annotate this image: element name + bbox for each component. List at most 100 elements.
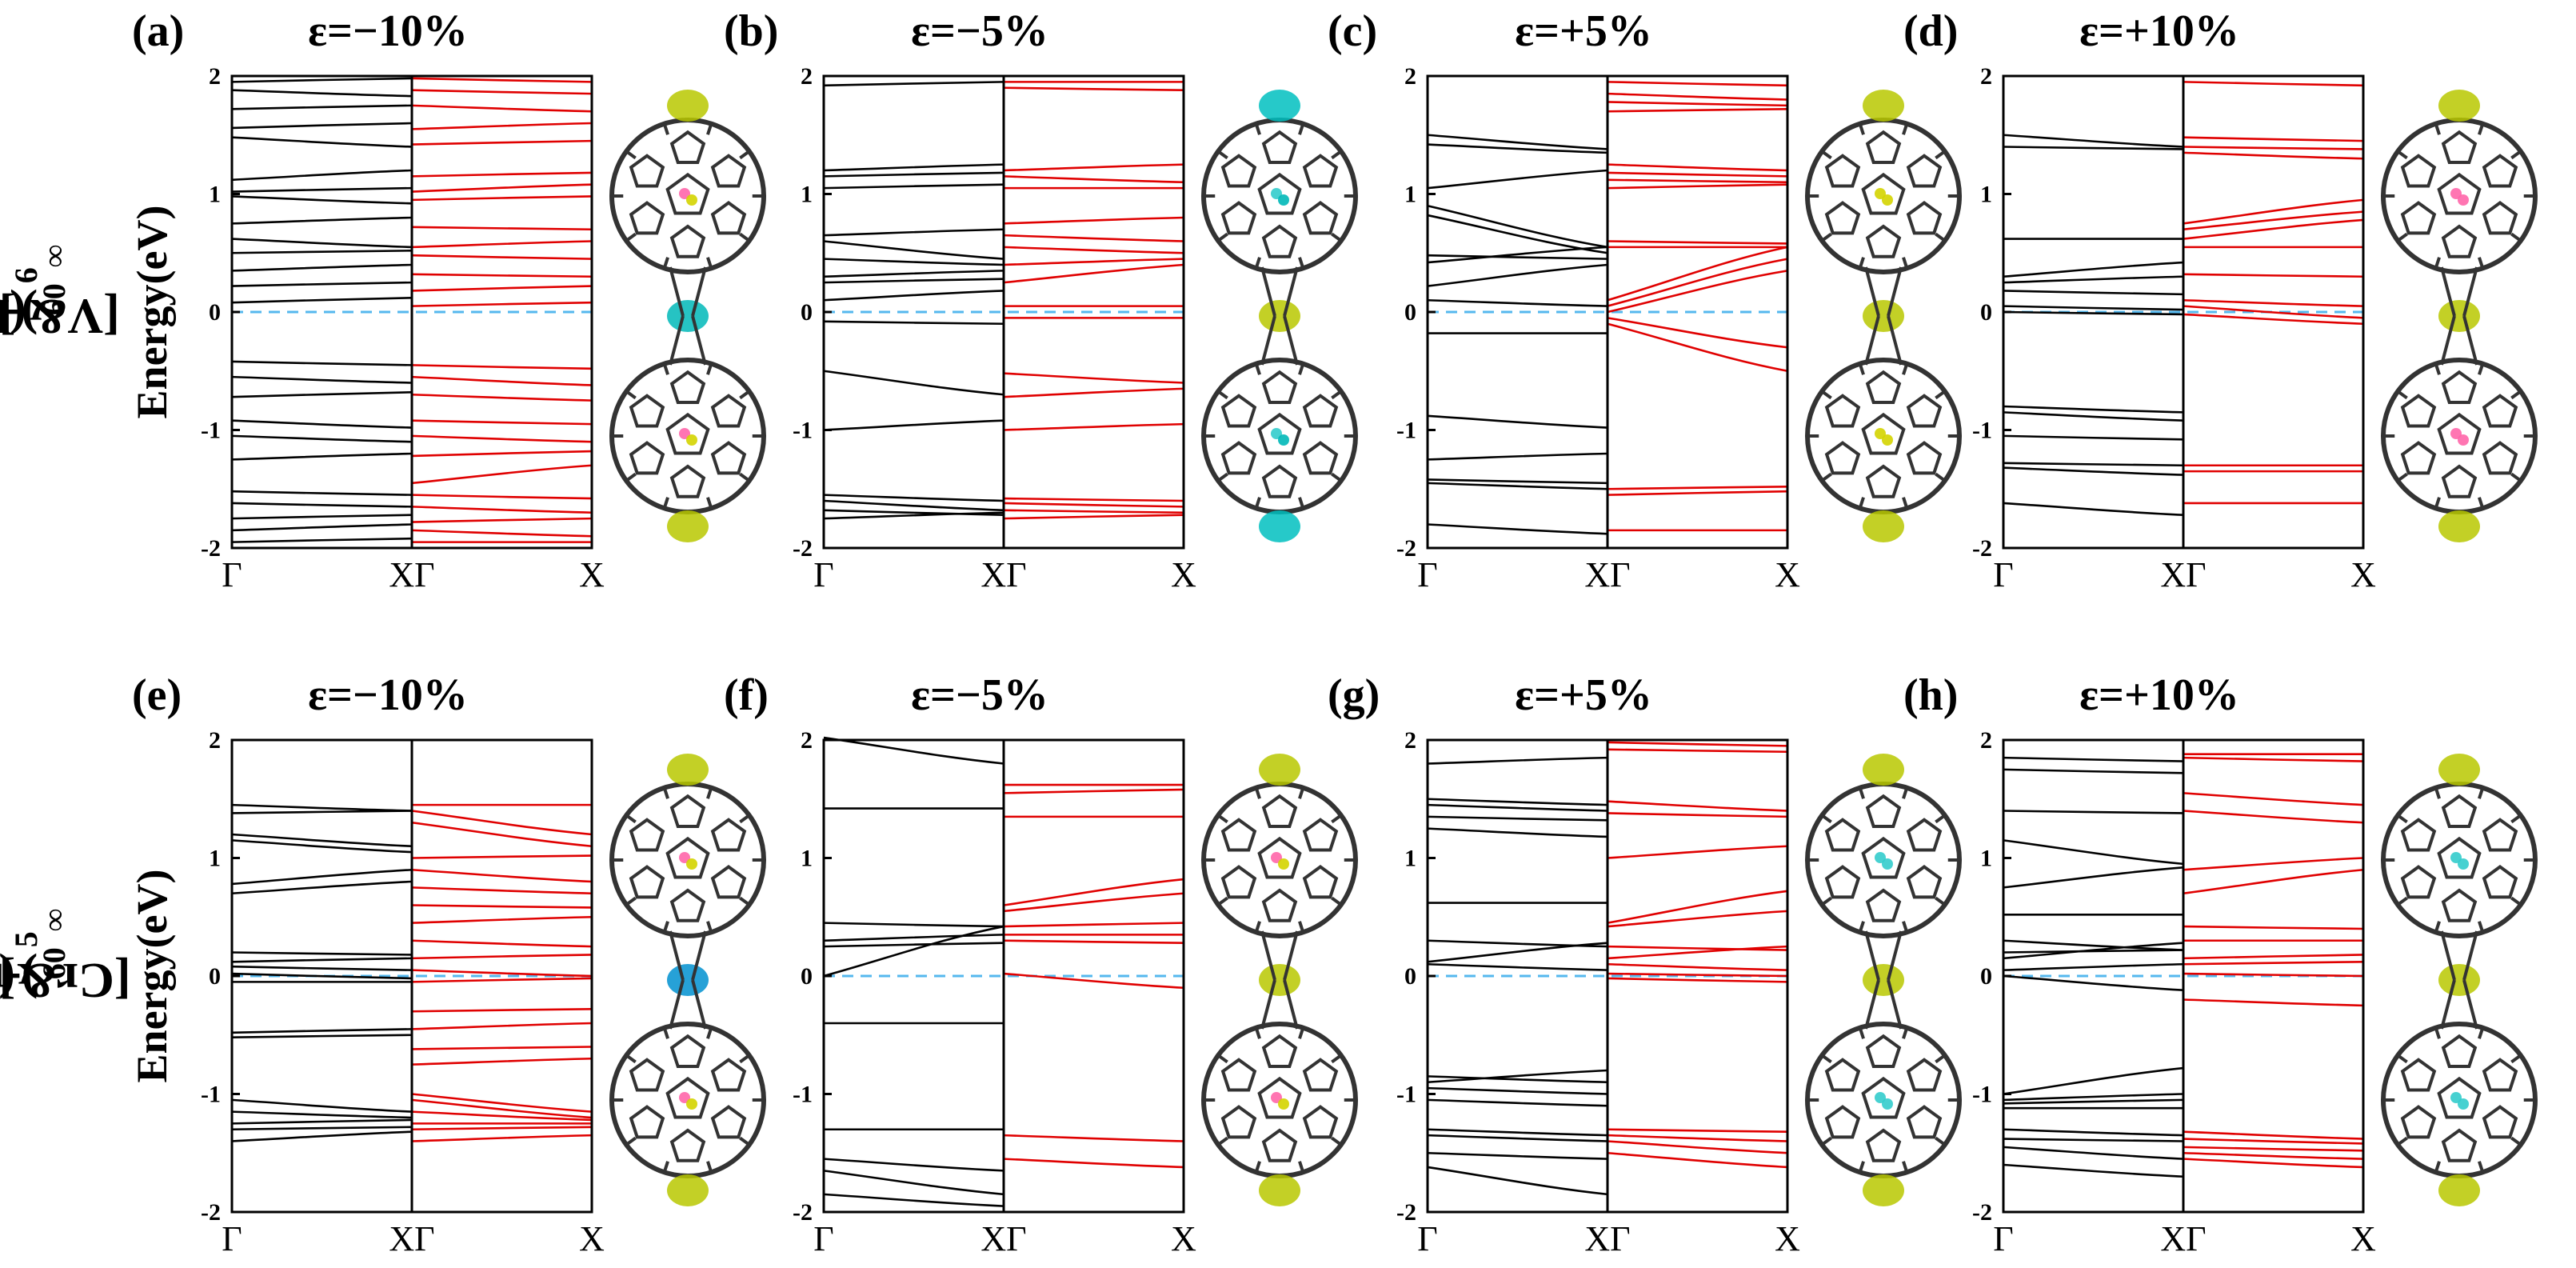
band-line-spin-up <box>231 452 413 461</box>
band-line-spin-down <box>1607 741 1788 747</box>
band-line-spin-down <box>411 506 593 514</box>
y-tick-label: -1 <box>1396 1082 1416 1108</box>
band-line-spin-up <box>823 922 1004 928</box>
x-tick-label: X <box>1775 1219 1800 1258</box>
band-line-spin-up <box>823 511 1004 520</box>
y-tick-label: 2 <box>1404 63 1416 90</box>
y-tick-label: -2 <box>1396 535 1416 562</box>
panel-letter: (b) <box>724 6 779 56</box>
panel-title: ε=−5% <box>911 670 1048 720</box>
y-tick-label: 2 <box>801 63 813 90</box>
band-line-spin-up <box>2003 502 2184 516</box>
metal-atom <box>667 964 709 996</box>
band-line-spin-up <box>823 499 1004 512</box>
x-tick-label: Γ <box>1993 1219 2013 1258</box>
band-line-spin-up <box>231 880 413 895</box>
band-line-spin-down <box>1003 163 1184 172</box>
band-line-spin-down <box>2183 1130 2364 1140</box>
band-line-spin-down <box>1607 81 1788 87</box>
band-line-spin-up <box>823 370 1004 396</box>
band-line-spin-down <box>1607 1151 1788 1169</box>
band-line-spin-down <box>1607 322 1788 373</box>
band-line-spin-down <box>411 104 593 113</box>
band-line-spin-down <box>1003 1158 1184 1169</box>
metal-atom <box>1259 90 1300 122</box>
y-tick-label: -2 <box>201 1199 221 1226</box>
band-line-spin-down <box>2183 210 2364 231</box>
band-line-spin-down <box>411 939 593 948</box>
y-tick-label: 1 <box>1980 846 1992 872</box>
band-line-spin-up <box>2003 839 2184 866</box>
y-tick-label: 2 <box>1980 727 1992 754</box>
band-line-spin-down <box>411 886 593 895</box>
y-tick-label: 0 <box>1404 299 1416 326</box>
band-line-spin-up <box>823 925 1004 978</box>
band-line-spin-up <box>231 490 413 496</box>
band-line-spin-up <box>1427 254 1608 260</box>
band-line-spin-down <box>2183 756 2364 762</box>
band-line-spin-down <box>1003 258 1184 266</box>
band-line-spin-up <box>231 136 413 148</box>
band-line-spin-up <box>2003 275 2184 284</box>
band-line-spin-down <box>411 954 593 960</box>
band-line-spin-down <box>411 464 593 485</box>
band-line-spin-up <box>1427 523 1608 535</box>
x-tick-label: X <box>1171 1219 1196 1258</box>
band-line-spin-up <box>2003 290 2184 296</box>
band-line-spin-down <box>2183 198 2364 225</box>
band-line-spin-up <box>2003 1163 2184 1178</box>
metal-atom <box>667 90 709 122</box>
panel-title: ε=+5% <box>1515 670 1652 720</box>
band-line-spin-down <box>2183 81 2364 87</box>
y-tick-label: 0 <box>801 299 813 326</box>
band-line-spin-up <box>231 216 413 225</box>
band-line-spin-down <box>1607 490 1788 496</box>
panel-letter: (e) <box>132 670 182 720</box>
x-tick-label: X <box>1171 555 1196 594</box>
band-line-spin-down <box>2183 218 2364 240</box>
band-line-spin-up <box>231 1126 413 1131</box>
fullerene-chain-structure <box>609 90 766 542</box>
band-line-spin-down <box>2183 972 2364 978</box>
band-line-spin-up <box>231 360 413 366</box>
band-line-spin-up <box>231 951 413 956</box>
band-line-spin-up <box>823 320 1004 326</box>
y-tick-label: -2 <box>793 535 813 562</box>
band-line-spin-up <box>1427 263 1608 287</box>
band-line-spin-down <box>1607 171 1788 178</box>
band-line-spin-up <box>231 1028 413 1034</box>
band-line-spin-up <box>823 494 1004 502</box>
band-line-spin-down <box>411 810 593 836</box>
y-tick-label: 2 <box>1404 727 1416 754</box>
y-tick-label: -1 <box>1972 418 1992 444</box>
band-line-spin-down <box>1607 1134 1788 1142</box>
metal-atom <box>1259 300 1300 332</box>
y-tick-label: -2 <box>201 535 221 562</box>
band-line-spin-down <box>2183 810 2364 824</box>
band-line-spin-down <box>2183 998 2364 1007</box>
band-line-spin-down <box>1003 972 1184 990</box>
band-line-spin-up <box>1427 1069 1608 1084</box>
band-line-spin-down <box>1003 246 1184 254</box>
x-tick-label: XΓ <box>2160 1219 2206 1258</box>
band-line-spin-down <box>411 1098 593 1119</box>
x-tick-label: XΓ <box>980 1219 1026 1258</box>
band-line-spin-down <box>411 89 593 95</box>
band-line-spin-up <box>1427 452 1608 461</box>
band-line-spin-down <box>1607 108 1788 113</box>
band-line-spin-up <box>823 270 1004 278</box>
band-line-spin-down <box>1607 486 1788 490</box>
band-line-spin-up <box>2003 866 2184 889</box>
fullerene-cage <box>609 782 766 938</box>
band-line-spin-down <box>411 195 593 202</box>
band-line-spin-up <box>823 240 1004 260</box>
band-line-spin-up <box>231 1034 413 1038</box>
band-line-spin-down <box>1607 163 1788 172</box>
band-line-spin-up <box>1427 478 1608 485</box>
band-line-spin-down <box>1003 788 1184 794</box>
band-line-spin-down <box>1003 509 1184 514</box>
band-line-spin-down <box>411 364 593 370</box>
band-line-spin-up <box>1427 298 1608 307</box>
